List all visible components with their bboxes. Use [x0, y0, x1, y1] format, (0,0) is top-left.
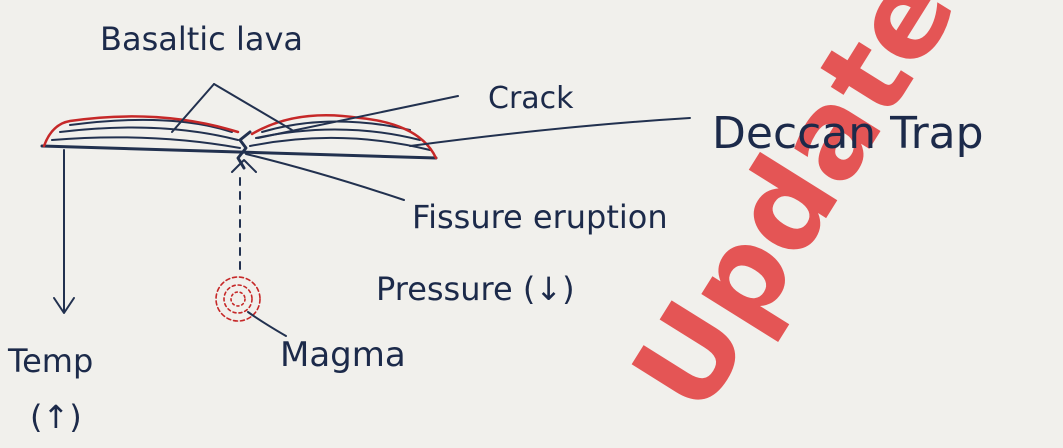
- label-basaltic-lava: Basaltic lava: [100, 20, 303, 58]
- label-temp-arrow: (↑): [30, 398, 82, 436]
- magma-chamber: [216, 277, 260, 321]
- watermark-text: Updates: [607, 0, 1022, 435]
- watermark: Updates: [607, 0, 1022, 435]
- label-fissure-eruption: Fissure eruption: [412, 198, 668, 236]
- label-deccan-trap: Deccan Trap: [712, 108, 984, 159]
- label-temp: Temp: [7, 342, 93, 380]
- label-crack: Crack: [488, 81, 574, 116]
- label-pressure: Pressure (↓): [376, 270, 575, 308]
- temp-arrow: [54, 150, 74, 313]
- label-magma: Magma: [280, 335, 406, 375]
